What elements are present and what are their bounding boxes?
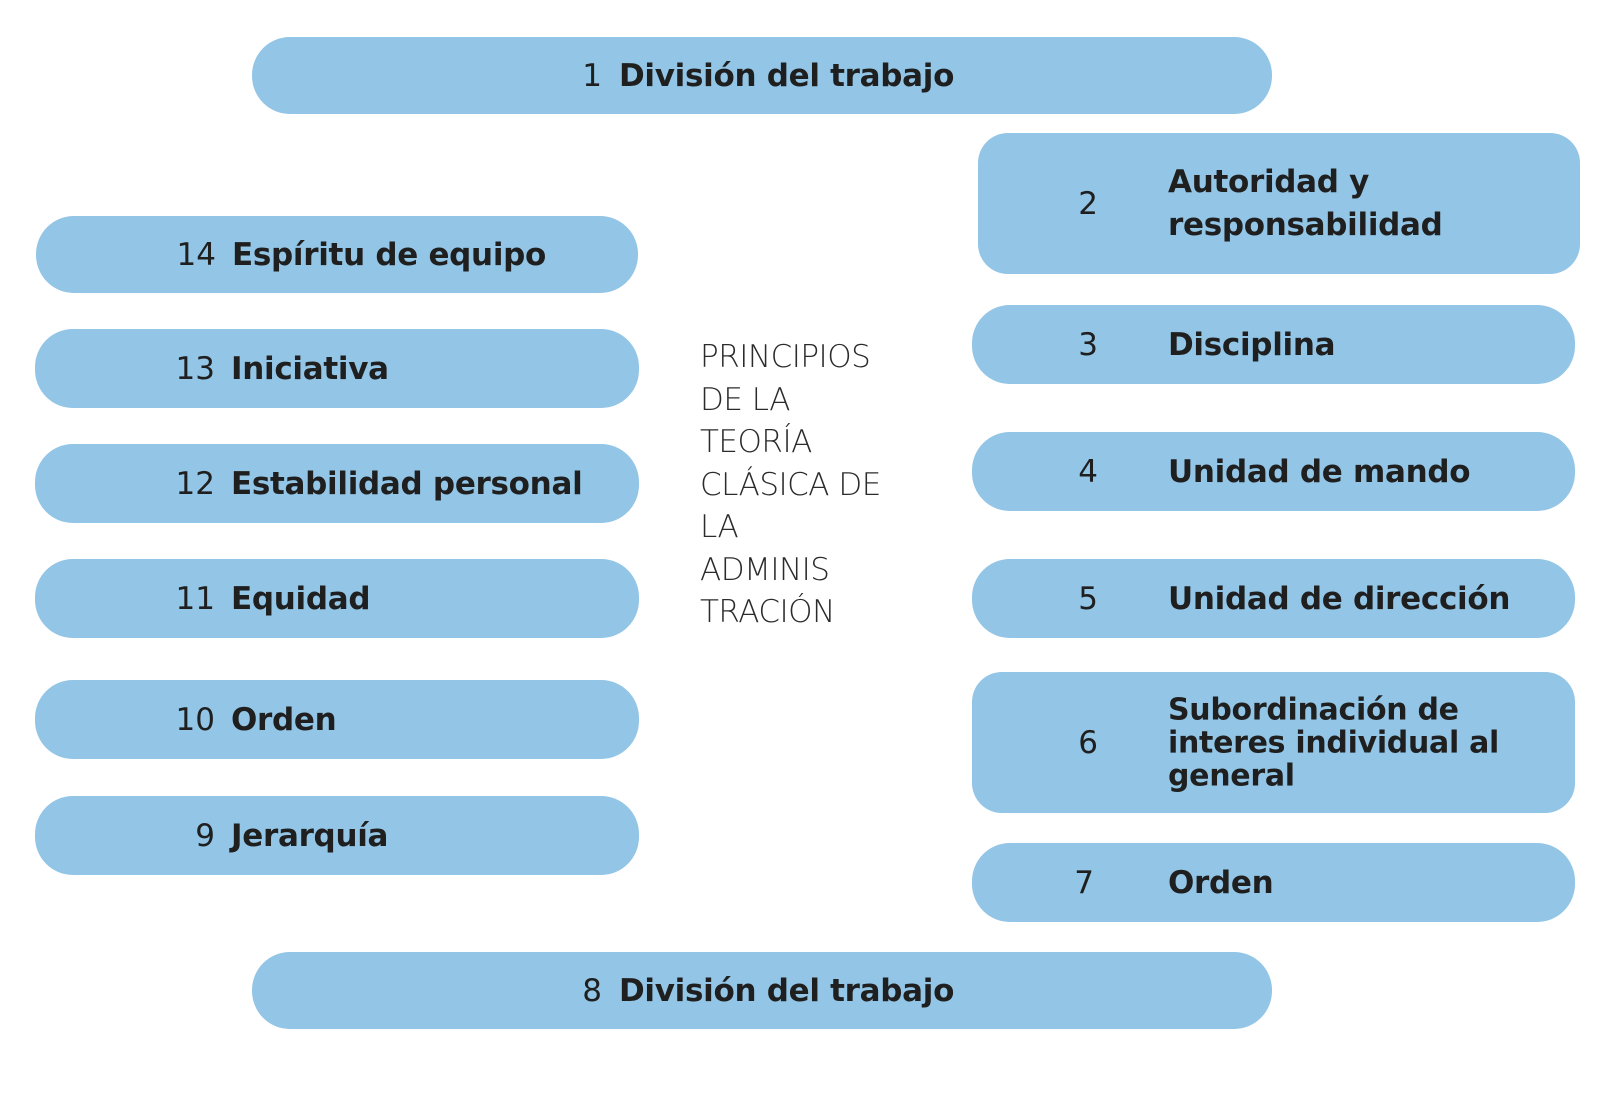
principle-9-number: 9 [195, 817, 215, 854]
principle-14-number: 14 [176, 236, 216, 273]
principle-9-label: Jerarquía [231, 817, 389, 854]
principle-13-box: 13 Iniciativa [35, 329, 639, 408]
center-title-line: PRINCIPIOS [700, 339, 871, 375]
principle-10-label: Orden [231, 701, 337, 738]
principle-6-number: 6 [1078, 724, 1098, 761]
principle-6-label: Subordinación de interes individual al g… [1168, 692, 1500, 793]
principle-8-box: 8 División del trabajo [252, 952, 1272, 1029]
principle-6-box: 6 Subordinación de interes individual al… [972, 672, 1575, 813]
principle-4-number: 4 [1078, 453, 1098, 490]
principle-13-number: 13 [175, 350, 215, 387]
center-title-line: TEORÍA [700, 424, 812, 460]
principle-1-number: 1 [582, 57, 602, 94]
principle-4-box: 4 Unidad de mando [972, 432, 1575, 511]
principle-5-box: 5 Unidad de dirección [972, 559, 1575, 638]
principle-5-label: Unidad de dirección [1168, 580, 1511, 617]
principle-14-label: Espíritu de equipo [232, 236, 547, 273]
principle-11-label: Equidad [231, 580, 371, 617]
principle-1-label: División del trabajo [619, 57, 955, 94]
center-title-line: LA [700, 509, 739, 545]
principle-4-label: Unidad de mando [1168, 453, 1471, 490]
center-title: PRINCIPIOS DE LA TEORÍA CLÁSICA DE LA AD… [700, 336, 930, 634]
principle-8-number: 8 [582, 972, 602, 1009]
principle-3-label: Disciplina [1168, 326, 1336, 363]
center-title-line: CLÁSICA DE [700, 466, 881, 503]
principle-12-number: 12 [175, 465, 215, 502]
center-title-line: ADMINIS [700, 551, 830, 588]
principle-11-number: 11 [175, 580, 215, 617]
principle-3-box: 3 Disciplina [972, 305, 1575, 384]
principle-12-label: Estabilidad personal [231, 465, 583, 502]
principle-5-number: 5 [1078, 580, 1098, 617]
principle-8-label: División del trabajo [619, 972, 955, 1009]
principle-3-number: 3 [1078, 326, 1098, 363]
principle-10-number: 10 [175, 701, 215, 738]
principle-2-number: 2 [1078, 185, 1098, 222]
principle-14-box: 14 Espíritu de equipo [36, 216, 638, 293]
principle-2-label: Autoridad y responsabilidad [1168, 163, 1443, 243]
principle-9-box: 9 Jerarquía [35, 796, 639, 875]
principle-10-box: 10 Orden [35, 680, 639, 759]
principle-13-label: Iniciativa [231, 350, 389, 387]
principle-7-number: 7 [1074, 864, 1094, 901]
principle-12-box: 12 Estabilidad personal [35, 444, 639, 523]
principle-7-label: Orden [1168, 864, 1274, 901]
principle-11-box: 11 Equidad [35, 559, 639, 638]
principle-7-box: 7 Orden [972, 843, 1575, 922]
principle-2-box: 2 Autoridad y responsabilidad [978, 133, 1580, 274]
center-title-line: TRACIÓN [700, 594, 835, 630]
principle-1-box: 1 División del trabajo [252, 37, 1272, 114]
center-title-line: DE LA [700, 381, 791, 418]
